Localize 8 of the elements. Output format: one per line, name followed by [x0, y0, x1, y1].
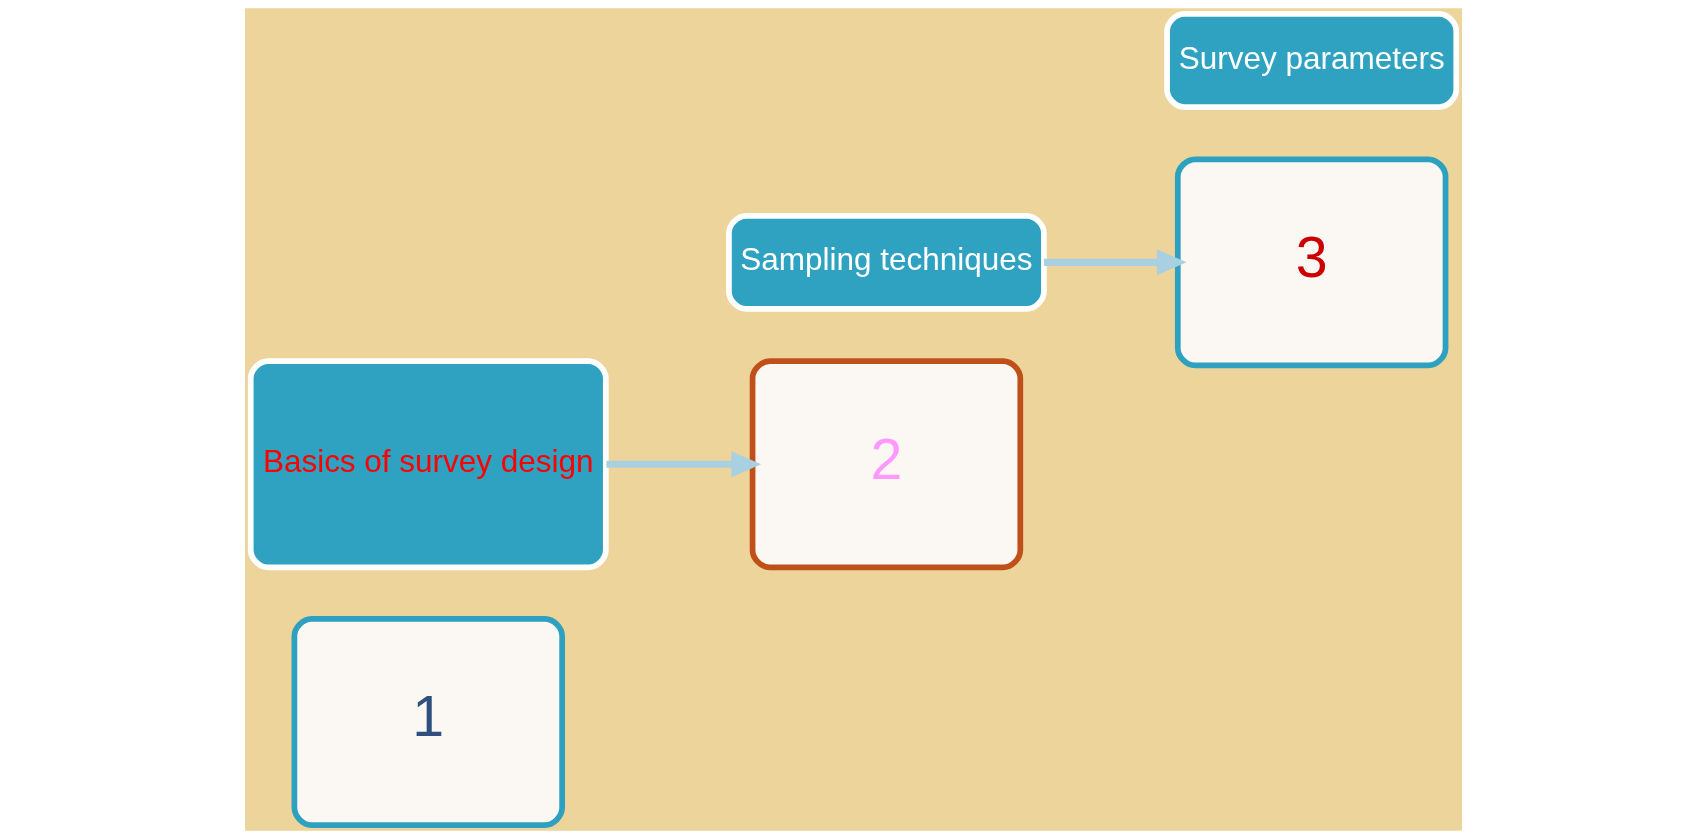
node-box: Sampling techniques: [725, 212, 1047, 312]
node-box: 3: [1174, 156, 1448, 369]
arrow: [1043, 249, 1187, 276]
node-box: Survey parameters: [1163, 11, 1459, 110]
arrow: [605, 451, 761, 478]
node-box: 2: [749, 358, 1023, 571]
node-box: Basics of survey design: [247, 358, 609, 571]
node-box: 1: [291, 616, 565, 828]
